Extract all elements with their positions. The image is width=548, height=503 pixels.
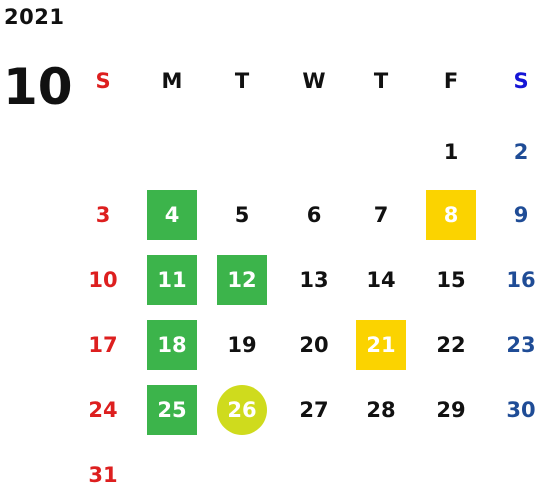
weekday-header: W	[302, 68, 326, 93]
day-cell[interactable]: 13	[299, 267, 329, 292]
day-cell[interactable]: 28	[366, 397, 396, 422]
day-cell[interactable]: 23	[506, 332, 536, 357]
day-cell[interactable]: 26	[217, 385, 267, 435]
day-cell[interactable]: 17	[88, 332, 118, 357]
day-cell[interactable]: 2	[513, 139, 529, 164]
day-cell[interactable]: 22	[436, 332, 466, 357]
day-cell[interactable]: 19	[227, 332, 257, 357]
day-cell[interactable]: 18	[147, 320, 197, 370]
day-cell[interactable]: 4	[147, 190, 197, 240]
day-cell[interactable]: 14	[366, 267, 396, 292]
day-cell[interactable]: 16	[506, 267, 536, 292]
year-label: 2021	[4, 5, 65, 29]
day-cell[interactable]: 7	[373, 202, 389, 227]
weekday-header: T	[373, 68, 389, 93]
day-cell[interactable]: 31	[88, 462, 118, 487]
day-cell[interactable]: 3	[95, 202, 111, 227]
day-cell[interactable]: 10	[88, 267, 118, 292]
day-cell[interactable]: 8	[426, 190, 476, 240]
day-cell[interactable]: 29	[436, 397, 466, 422]
day-cell[interactable]: 15	[436, 267, 466, 292]
day-cell[interactable]: 20	[299, 332, 329, 357]
day-cell[interactable]: 1	[443, 139, 459, 164]
day-cell[interactable]: 6	[306, 202, 322, 227]
day-cell[interactable]: 11	[147, 255, 197, 305]
day-cell[interactable]: 5	[234, 202, 250, 227]
day-cell[interactable]: 25	[147, 385, 197, 435]
day-cell[interactable]: 27	[299, 397, 329, 422]
day-cell[interactable]: 12	[217, 255, 267, 305]
day-cell[interactable]: 24	[88, 397, 118, 422]
day-cell[interactable]: 30	[506, 397, 536, 422]
weekday-header: M	[161, 68, 183, 93]
weekday-header: S	[95, 68, 111, 93]
weekday-header: T	[234, 68, 250, 93]
month-label: 10	[3, 58, 73, 116]
weekday-header: F	[443, 68, 459, 93]
day-cell[interactable]: 21	[356, 320, 406, 370]
weekday-header: S	[513, 68, 529, 93]
day-cell[interactable]: 9	[513, 202, 529, 227]
